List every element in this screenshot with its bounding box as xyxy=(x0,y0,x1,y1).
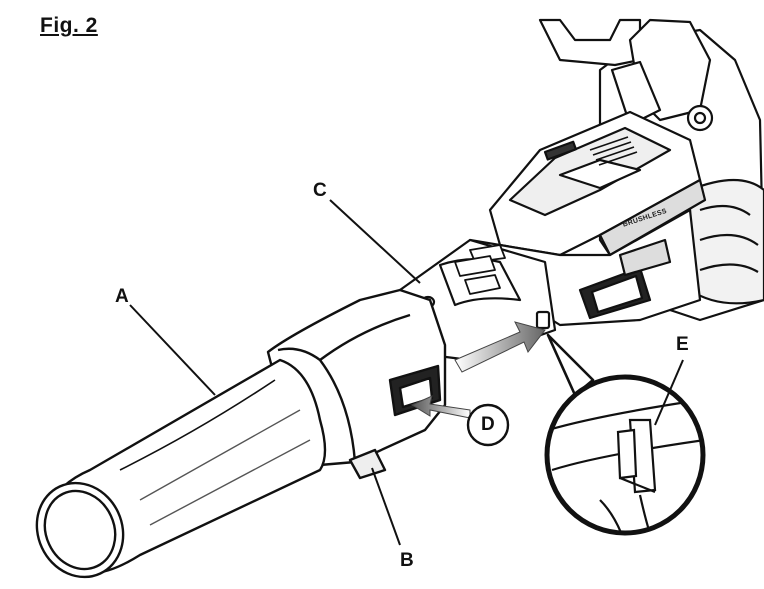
battery-pack xyxy=(488,110,707,257)
insertion-arrow xyxy=(454,321,546,373)
leader-a xyxy=(129,304,216,396)
callout-b-label: B xyxy=(400,550,414,571)
leader-b xyxy=(371,467,401,546)
nozzle-tube xyxy=(35,358,327,579)
figure-title: Fig. 2 xyxy=(40,14,98,37)
push-arrow xyxy=(410,395,471,419)
detail-zoom xyxy=(544,333,706,536)
leader-c xyxy=(329,199,421,284)
leader-lines xyxy=(129,199,684,546)
handle xyxy=(538,18,714,132)
callout-d-circle xyxy=(466,403,510,447)
leader-e xyxy=(654,359,684,426)
callout-c-label: C xyxy=(313,180,327,201)
callout-d-label: D xyxy=(481,414,495,435)
callout-a-label: A xyxy=(115,286,129,307)
callout-e-label: E xyxy=(676,334,689,355)
